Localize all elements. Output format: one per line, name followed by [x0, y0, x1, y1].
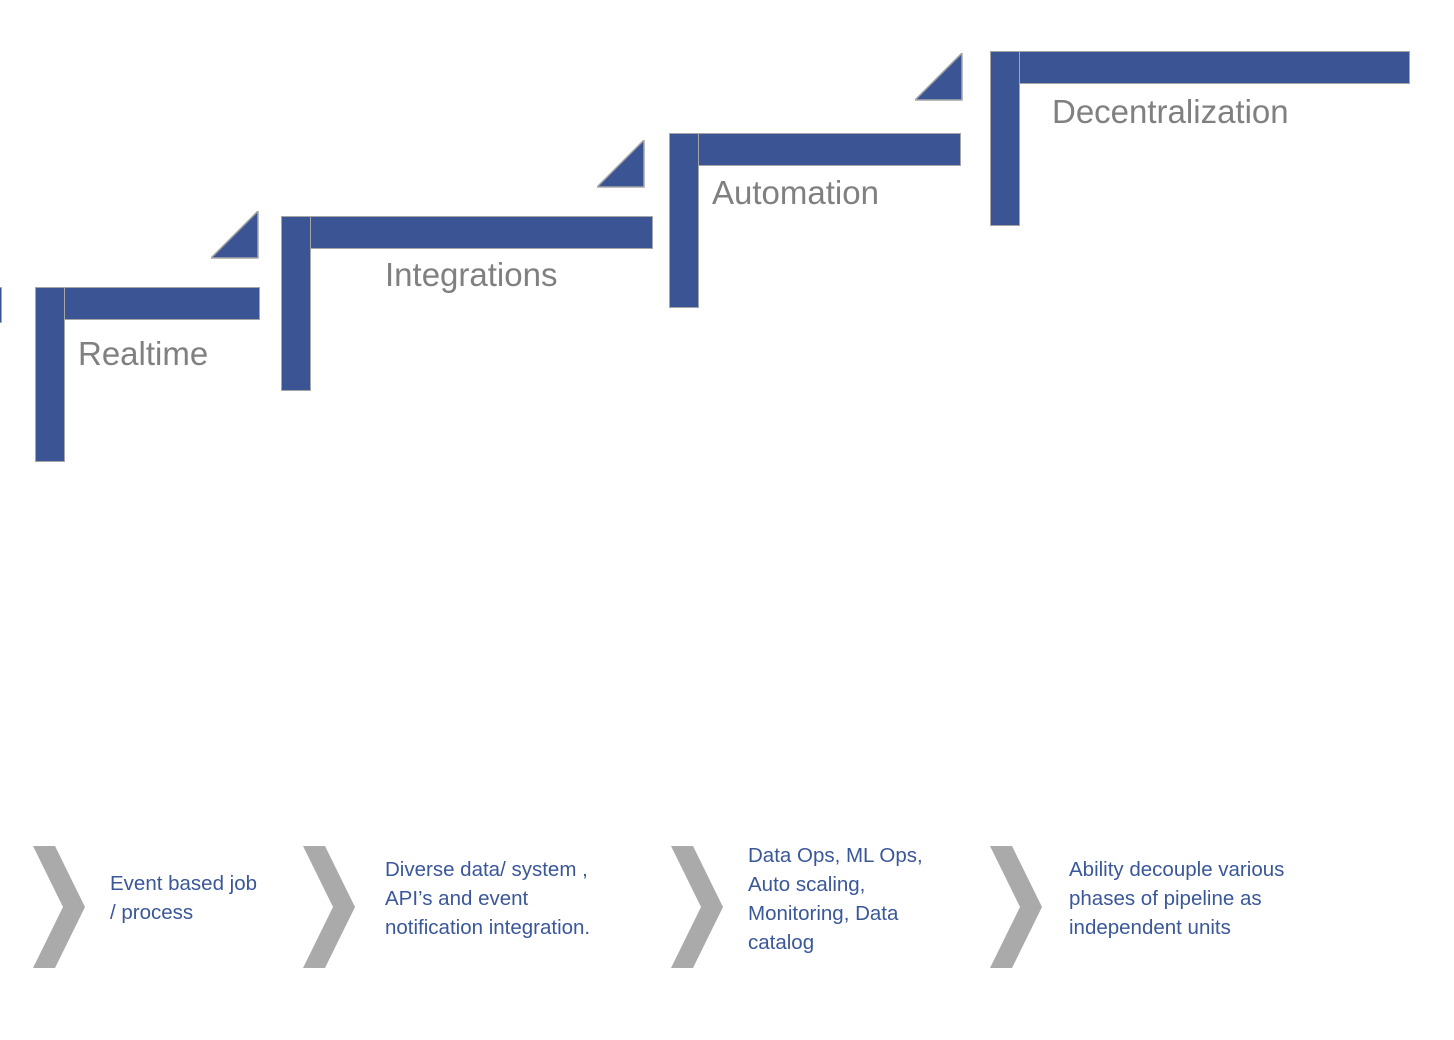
step-integrations[interactable]: Integrations [281, 216, 653, 391]
step-realtime-tread [35, 287, 260, 320]
caption-text-2: Diverse data/ system , API’s and event n… [385, 858, 591, 940]
step-realtime[interactable]: Realtime [35, 287, 260, 462]
staircase-diagram: Realtime Integrations Automation Decentr… [0, 51, 1410, 462]
step-automation-label: Automation [712, 174, 879, 211]
step-realtime-riser [35, 287, 65, 462]
caption-text-3: Data Ops, ML Ops, Auto scaling, Monitori… [748, 844, 923, 955]
step-decentralization-riser [990, 51, 1020, 226]
step-automation[interactable]: Automation [669, 133, 961, 308]
step-decentralization-tread [990, 51, 1410, 84]
step-realtime-label: Realtime [78, 335, 209, 372]
step-integrations-tread [281, 216, 653, 249]
step-fragment-partial [0, 287, 2, 323]
step-fragment-riser [0, 287, 2, 323]
chevron-right-icon-1 [33, 846, 85, 968]
chevron-right-icon-4 [990, 846, 1042, 968]
step-decentralization-label: Decentralization [1052, 93, 1289, 130]
caption-chevron-row: Event based job / process Diverse data/ … [0, 836, 1454, 996]
step-automation-riser [669, 133, 699, 308]
step-decentralization[interactable]: Decentralization [990, 51, 1410, 226]
caption-text-4: Ability decouple various phases of pipel… [1069, 858, 1285, 940]
caption-text-1: Event based job / process [110, 872, 258, 925]
chevron-right-icon-2 [303, 846, 355, 968]
step-automation-tread [669, 133, 961, 166]
step-integrations-label: Integrations [385, 256, 558, 293]
step-integrations-riser [281, 216, 311, 391]
chevron-right-icon-3 [671, 846, 723, 968]
